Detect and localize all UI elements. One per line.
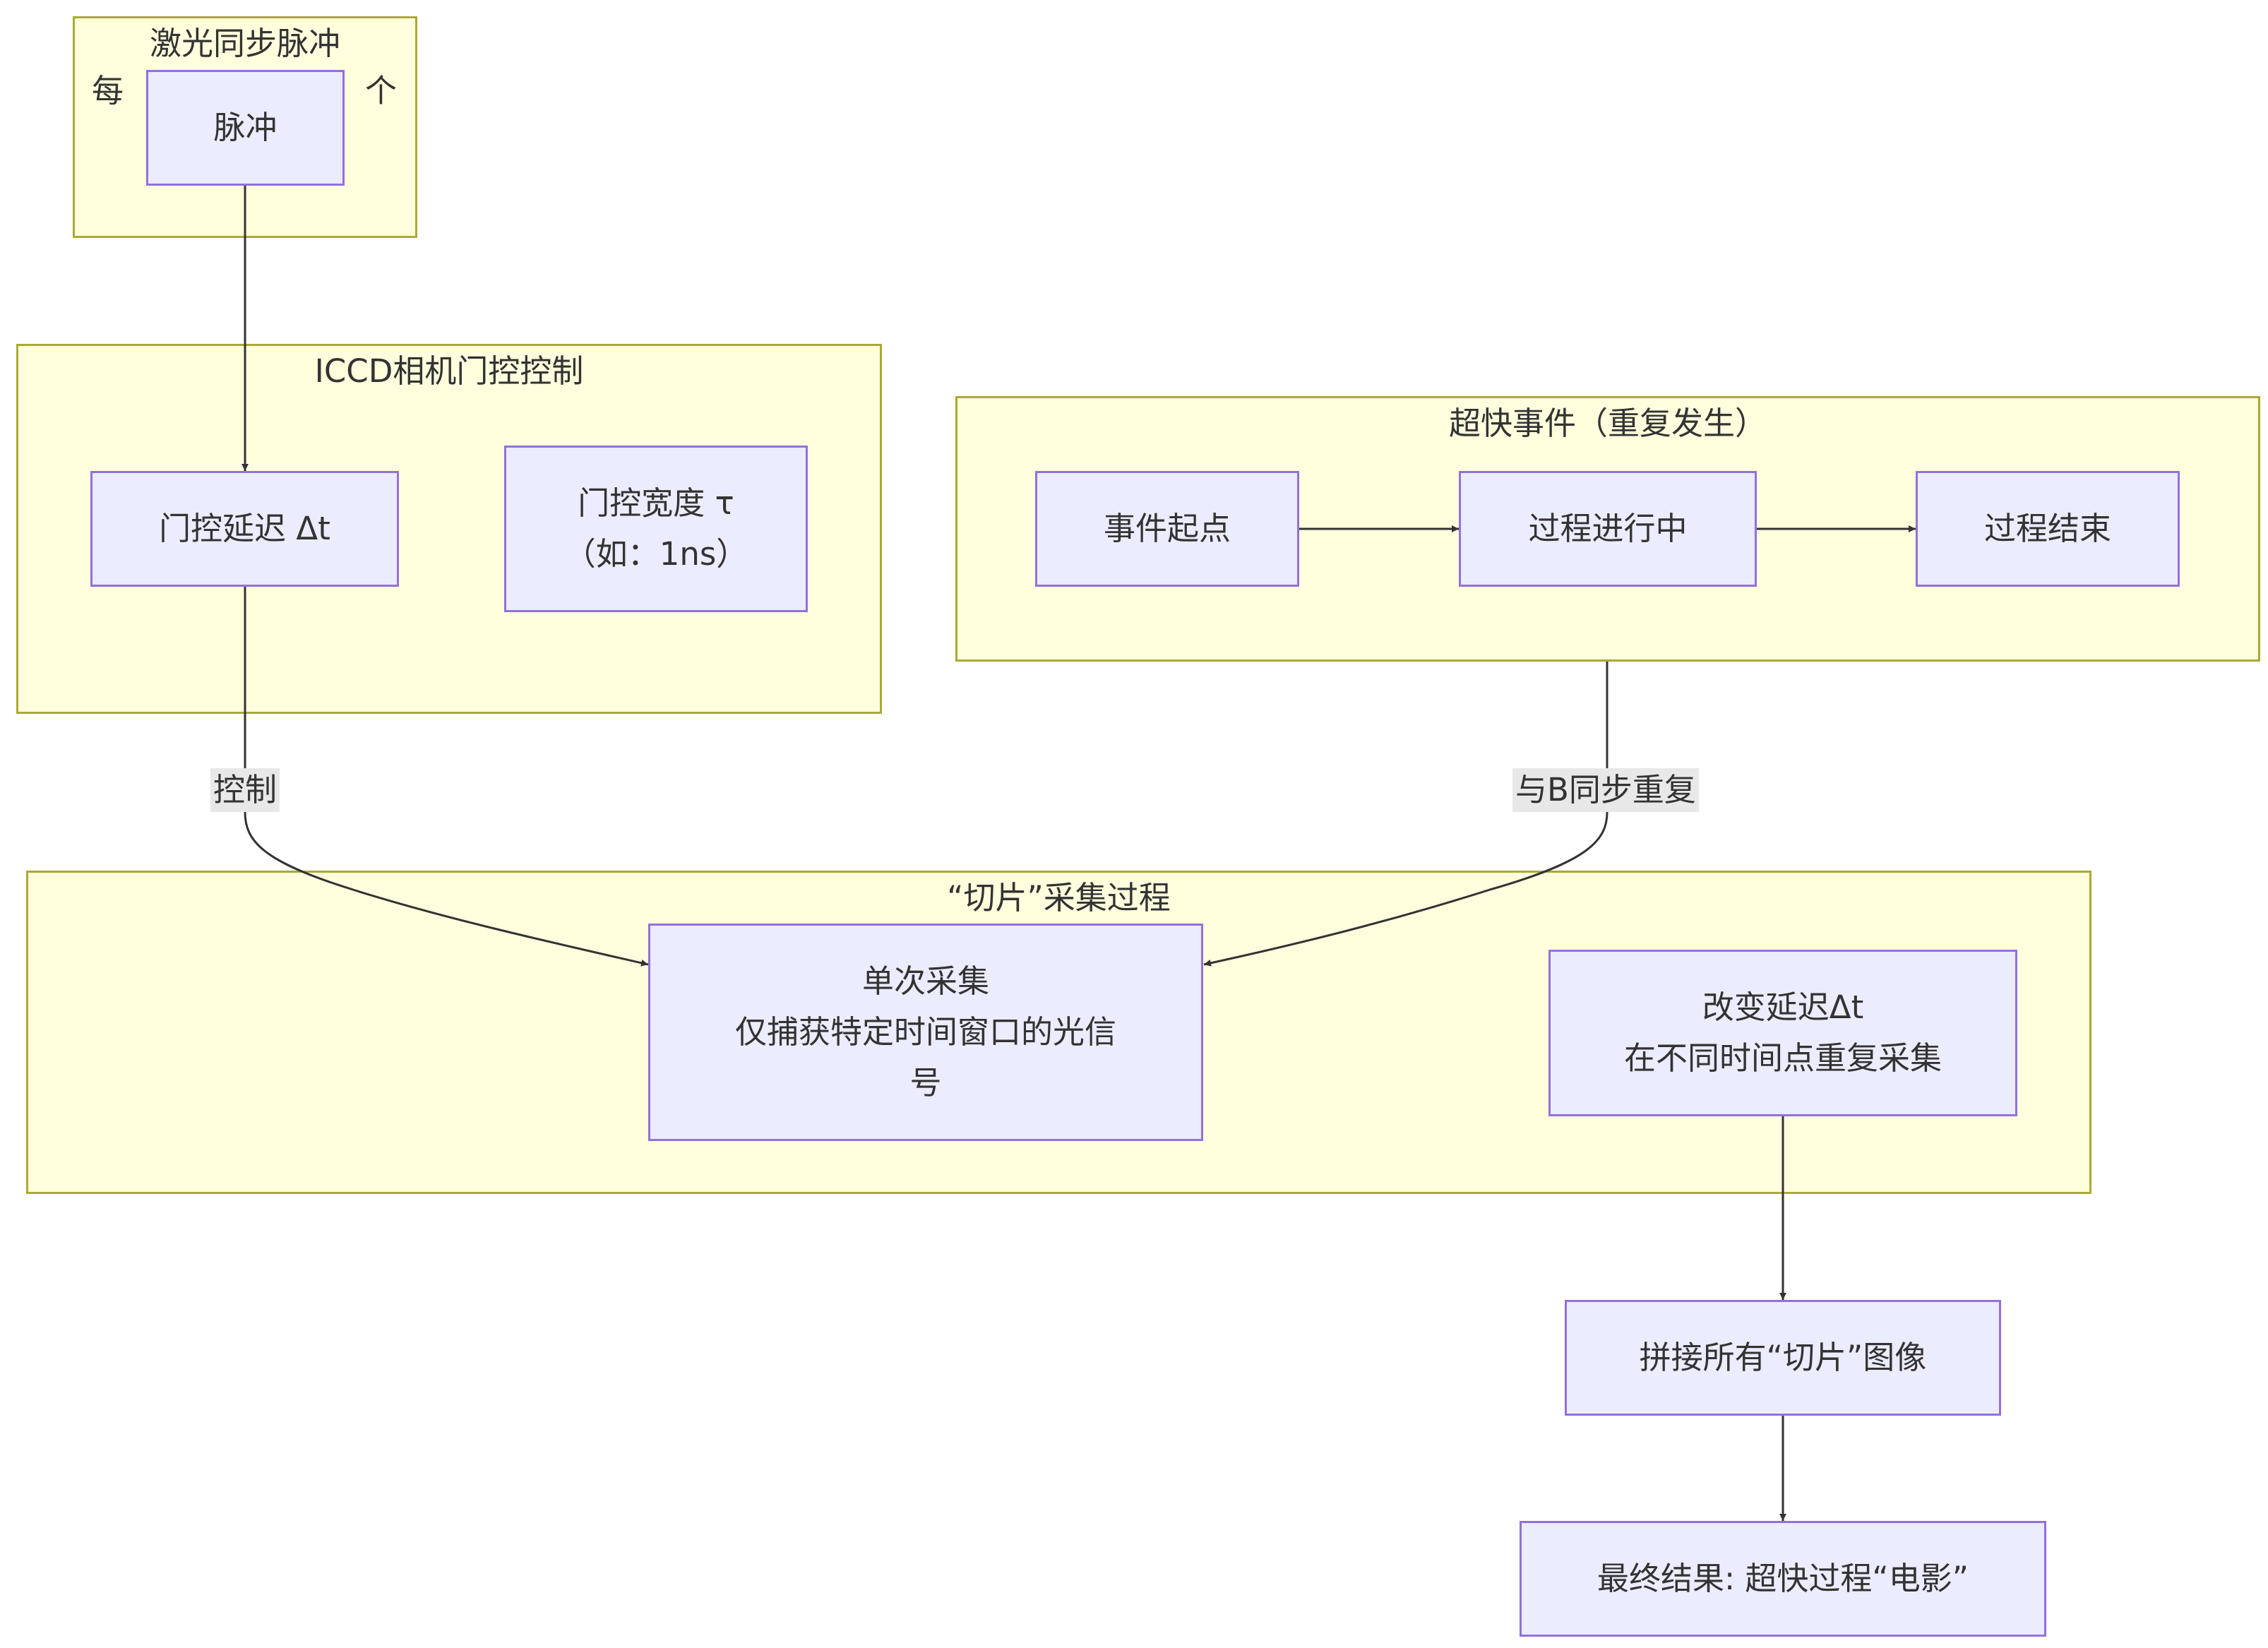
node-stitch-slices: 拼接所有“切片”图像 bbox=[1565, 1300, 2001, 1416]
cluster-slice-title: “切片”采集过程 bbox=[947, 879, 1171, 916]
node-final-result-label: 最终结果: 超快过程“电影” bbox=[1596, 1560, 1969, 1597]
node-single-capture-line-2: 仅捕获特定时间窗口的光信 bbox=[734, 1013, 1116, 1051]
edge-label-control: 控制 bbox=[210, 768, 280, 812]
node-gate-delay-label: 门控延迟 Δt bbox=[159, 510, 330, 547]
node-pulse-label: 脉冲 bbox=[213, 109, 277, 146]
cluster-event-title: 超快事件（重复发生） bbox=[1448, 405, 1767, 442]
node-single-capture: 单次采集 仅捕获特定时间窗口的光信 号 bbox=[648, 924, 1203, 1141]
node-gate-width-line-1: 门控宽度 τ bbox=[578, 484, 734, 522]
node-event-start-label: 事件起点 bbox=[1103, 510, 1231, 547]
node-final-result: 最终结果: 超快过程“电影” bbox=[1520, 1521, 2046, 1637]
node-gate-width: 门控宽度 τ （如：1ns） bbox=[504, 446, 808, 612]
node-in-progress: 过程进行中 bbox=[1459, 471, 1757, 587]
node-single-capture-line-1: 单次采集 bbox=[861, 962, 989, 1000]
node-stitch-slices-label: 拼接所有“切片”图像 bbox=[1639, 1339, 1927, 1376]
node-change-delay-line-2: 在不同时间点重复采集 bbox=[1623, 1039, 1942, 1077]
node-event-start: 事件起点 bbox=[1035, 471, 1299, 587]
edge-label-sync-repeat: 与B同步重复 bbox=[1512, 768, 1699, 812]
node-process-end-label: 过程结束 bbox=[1983, 510, 2111, 547]
node-gate-delay: 门控延迟 Δt bbox=[90, 471, 399, 587]
cluster-laser-sync-title: 激光同步脉冲 bbox=[149, 25, 340, 62]
node-process-end: 过程结束 bbox=[1916, 471, 2180, 587]
node-change-delay: 改变延迟Δt 在不同时间点重复采集 bbox=[1548, 950, 2017, 1116]
node-change-delay-line-1: 改变延迟Δt bbox=[1702, 989, 1864, 1026]
node-single-capture-line-3: 号 bbox=[909, 1064, 942, 1101]
edge-gate-delay-to-single-capture bbox=[244, 587, 649, 967]
node-gate-width-line-2: （如：1ns） bbox=[563, 535, 748, 573]
cluster-iccd-title: ICCD相机门控控制 bbox=[314, 352, 584, 390]
node-in-progress-label: 过程进行中 bbox=[1528, 510, 1688, 547]
node-pulse: 脉冲 bbox=[146, 70, 345, 186]
edge-event-to-single-capture bbox=[1203, 662, 1609, 967]
